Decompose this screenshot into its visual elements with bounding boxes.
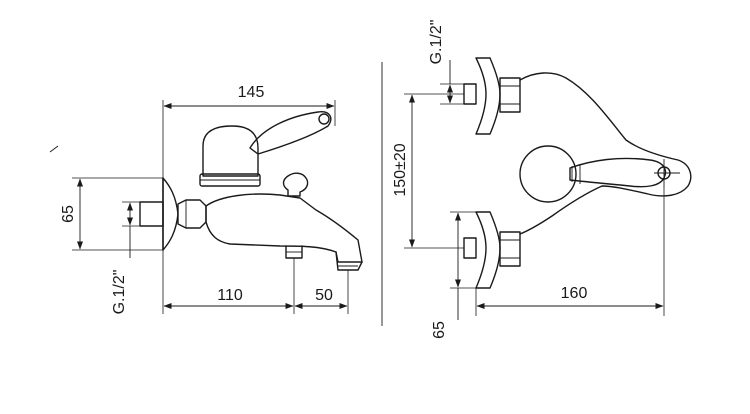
front-escutcheon [162,177,179,251]
dim-label-65-side: 65 [431,321,448,339]
side-dimensions: G.1/2" 150±20 65 160 [392,20,665,339]
dim-label-110: 110 [217,287,243,304]
dim-label-145: 145 [238,84,265,101]
stray-mark [49,145,59,153]
dim-label-centers: 150±20 [392,143,409,196]
side-control-knob [519,145,577,203]
side-lever-handle [569,157,667,188]
front-view [139,111,363,271]
side-lower-escutcheon [475,211,501,289]
front-cartridge-cap [202,125,259,177]
dim-label-50: 50 [315,287,333,304]
front-mixer-body [205,193,363,263]
dim-label-65-front: 65 [60,205,77,223]
front-lever-handle [249,111,332,155]
side-mixer-body [519,72,692,235]
front-inlet-stub [139,201,164,227]
dim-label-thread-front: G.1/2" [111,270,128,315]
dim-label-160: 160 [561,285,588,302]
side-upper-escutcheon [475,57,501,135]
front-diverter-knob [282,172,309,197]
side-view [463,57,692,289]
dim-label-thread-side: G.1/2" [428,20,445,65]
front-dimensions: 145 65 G.1/2" 110 50 [60,84,349,315]
